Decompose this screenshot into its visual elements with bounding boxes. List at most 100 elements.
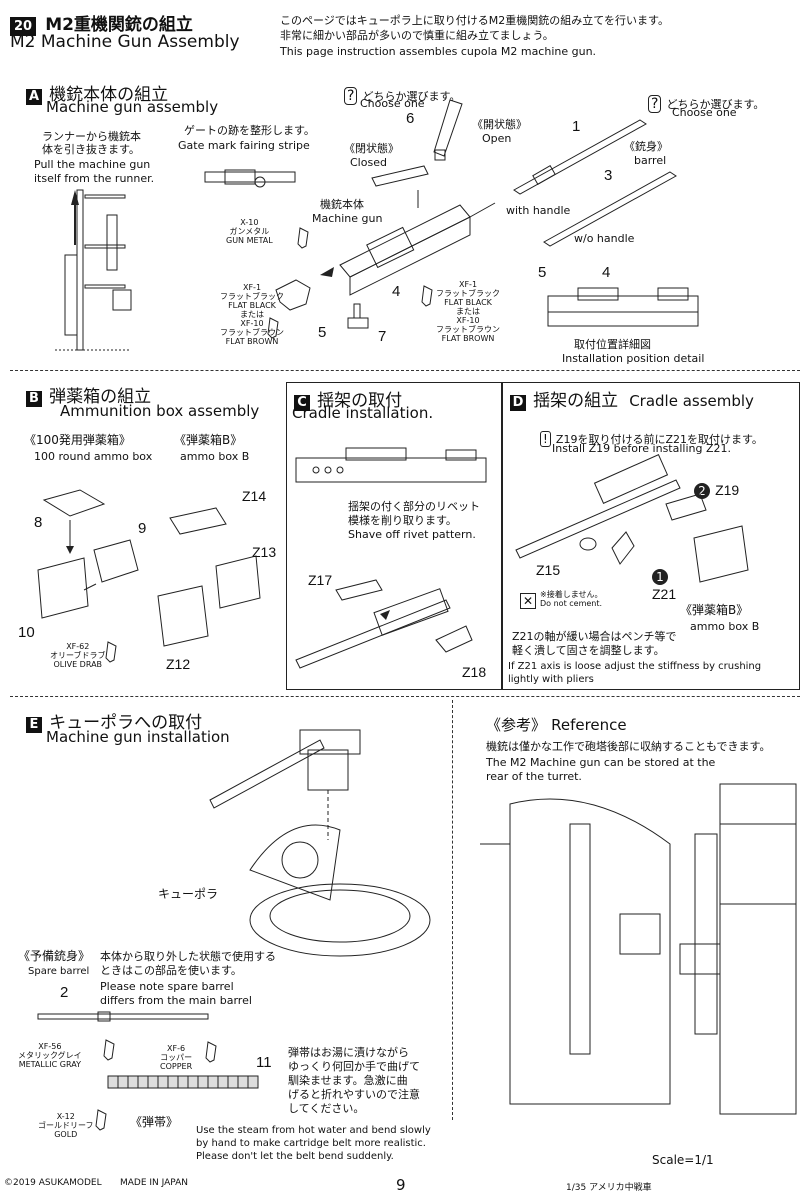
part-2-label: 2 (60, 984, 69, 1001)
runner-note-jp-2: 体を引き抜きます。 (42, 143, 140, 156)
paint-xf1-code: XF-1 (242, 283, 262, 292)
gun-rivet-drawing (295, 447, 487, 483)
choose-one-note-2: ? どちらか選びます。 (648, 93, 764, 113)
part-10-label: 10 (18, 624, 35, 641)
detail-part-5-label: 5 (538, 264, 547, 281)
section-d-letter: D (510, 395, 526, 411)
paint-x12-callout: X-12 ゴールドリーフ GOLD (38, 1112, 94, 1139)
paint-xf10-en: FLAT BROWN (225, 337, 279, 346)
paint-xf1-en-right: FLAT BLACK (444, 298, 492, 307)
section-d-title-jp: 揺架の組立 (533, 391, 619, 411)
paint-xf56-callout: XF-56 メタリックグレイ METALLIC GRAY (18, 1042, 82, 1069)
belt-note-en-2: by hand to make cartridge belt more real… (196, 1138, 426, 1149)
z21-label: Z21 (652, 586, 677, 602)
open-label-en: Open (482, 132, 512, 145)
z19-label: Z19 (715, 482, 740, 498)
spare-note-jp-2: ときはこの部品を使います。 (100, 964, 242, 977)
footer-product: 1/35 アメリカ中戦車 (566, 1183, 652, 1193)
z15-label: Z15 (536, 562, 561, 578)
z17-label: Z17 (308, 572, 333, 588)
runner-drawing (55, 189, 132, 351)
paint-brush-icon (105, 641, 117, 663)
reference-title-en: Reference (551, 716, 627, 734)
step-title-jp: M2重機関銃の組立 (45, 15, 193, 35)
part-8-label: 8 (34, 514, 43, 531)
barrel-label-en: barrel (634, 154, 667, 167)
loose-note-en-2: lightly with pliers (508, 674, 594, 685)
header-note-jp-2: 非常に細かい部品が多いので慎重に組み立てましょう。 (280, 29, 554, 42)
paint-brush-icon (205, 1041, 217, 1063)
section-a-title-jp: 機銃本体の組立 (49, 85, 169, 105)
paint-xf10-jp: フラットブラウン (220, 328, 284, 337)
belt-note-jp-3: 馴染ませます。急激に曲 (288, 1074, 408, 1087)
paint-xf10-code-right: XF-10 (456, 316, 480, 325)
section-d-note-en: Install Z19 before installing Z21. (552, 442, 731, 455)
paint-brush-icon (95, 1109, 107, 1131)
paint-brush-icon (103, 1039, 115, 1061)
cover-drawings (371, 99, 463, 208)
paint-xf62-code: XF-62 (66, 642, 90, 651)
no-cement-icon: ✕ (520, 593, 536, 609)
paint-x10-callout: X-10 ガンメタル GUN METAL (226, 218, 273, 245)
z18-label: Z18 (462, 664, 487, 680)
no-cement-jp: ※接着しません。 (540, 590, 603, 599)
scale-label: Scale=1/1 (652, 1153, 714, 1167)
turret-reference-drawing (480, 783, 797, 1115)
barrel-drawings (513, 119, 677, 247)
part-7-drawing (347, 303, 369, 329)
divider-middle (10, 696, 800, 697)
rivet-note-en: Shave off rivet pattern. (348, 528, 476, 541)
closed-label-jp: 《閉状態》 (344, 142, 399, 155)
spare-barrel-drawing (37, 1011, 209, 1022)
paint-brush-icon (297, 227, 309, 249)
runner-note-en-1: Pull the machine gun (34, 158, 151, 171)
paint-xf56-jp: メタリックグレイ (18, 1051, 82, 1060)
step-number: 20 (10, 17, 37, 36)
runner-note-en-2: itself from the runner. (34, 172, 155, 185)
loose-note-jp-2: 軽く潰して固さを調整します。 (512, 644, 665, 657)
with-handle-label: with handle (506, 204, 571, 217)
paint-right-callout: XF-1 フラットブラック FLAT BLACK または XF-10 フラットブ… (436, 280, 500, 343)
choose-one-1-jp: どちらか選びます。 (362, 90, 461, 103)
paint-xf1-jp: フラットブラック (220, 292, 284, 301)
warning-icon: ! (540, 431, 551, 447)
part-1-label: 1 (572, 118, 581, 135)
paint-brush-icon (267, 317, 279, 339)
reference-note-jp: 機銃は僅かな工作で砲塔後部に収納することもできます。 (486, 740, 771, 753)
part-5-drawing (275, 279, 311, 311)
reference-note-en-2: rear of the turret. (486, 770, 582, 783)
part-11-label: 11 (256, 1054, 272, 1071)
footer-copyright: ©2019 ASUKAMODEL (4, 1178, 102, 1188)
part-7-label: 7 (378, 328, 387, 345)
section-e-title-jp: キューポラへの取付 (49, 713, 203, 733)
paint-xf10-en-right: FLAT BROWN (441, 334, 495, 343)
choose-one-2-en: Choose one (672, 106, 737, 119)
paint-xf6-code: XF-6 (167, 1044, 186, 1053)
closed-label-en: Closed (350, 156, 387, 169)
cradle-assembly-drawing (515, 454, 749, 583)
z12-label: Z12 (166, 656, 191, 672)
belt-note-jp-1: 弾帯はお湯に漬けながら (288, 1046, 409, 1059)
divider-vertical (452, 700, 453, 1120)
paint-xf56-code: XF-56 (38, 1042, 62, 1051)
mg-body-label-jp: 機銃本体 (320, 198, 364, 211)
paint-xf62-jp: オリーブドラブ (50, 651, 106, 660)
paint-xf62-en: OLIVE DRAB (53, 660, 103, 669)
gate-mark-drawing (204, 169, 296, 188)
step-1-marker: 1 (652, 566, 668, 585)
paint-xf6-jp: コッパー (160, 1053, 193, 1062)
step-title-en: M2 Machine Gun Assembly (10, 32, 240, 52)
ammo-box-drawings (37, 489, 261, 647)
section-d-header: D 揺架の組立 Cradle assembly (510, 386, 754, 411)
spare-note-en-1: Please note spare barrel (100, 980, 234, 993)
step-1-number: 1 (652, 569, 668, 585)
belt-note-jp-4: げると折れやすいので注意 (288, 1088, 420, 1101)
belt-note-jp-5: してください。 (288, 1102, 365, 1115)
paint-x12-jp: ゴールドリーフ (38, 1121, 94, 1130)
section-e-letter: E (26, 717, 42, 733)
detail-label-jp: 取付位置詳細図 (574, 338, 651, 351)
gate-note-jp: ゲートの跡を整形します。 (184, 124, 315, 137)
section-e-header: E キューポラへの取付 (26, 708, 202, 733)
section-d-frame (502, 382, 800, 690)
section-a-title-en: Machine gun assembly (46, 98, 219, 116)
